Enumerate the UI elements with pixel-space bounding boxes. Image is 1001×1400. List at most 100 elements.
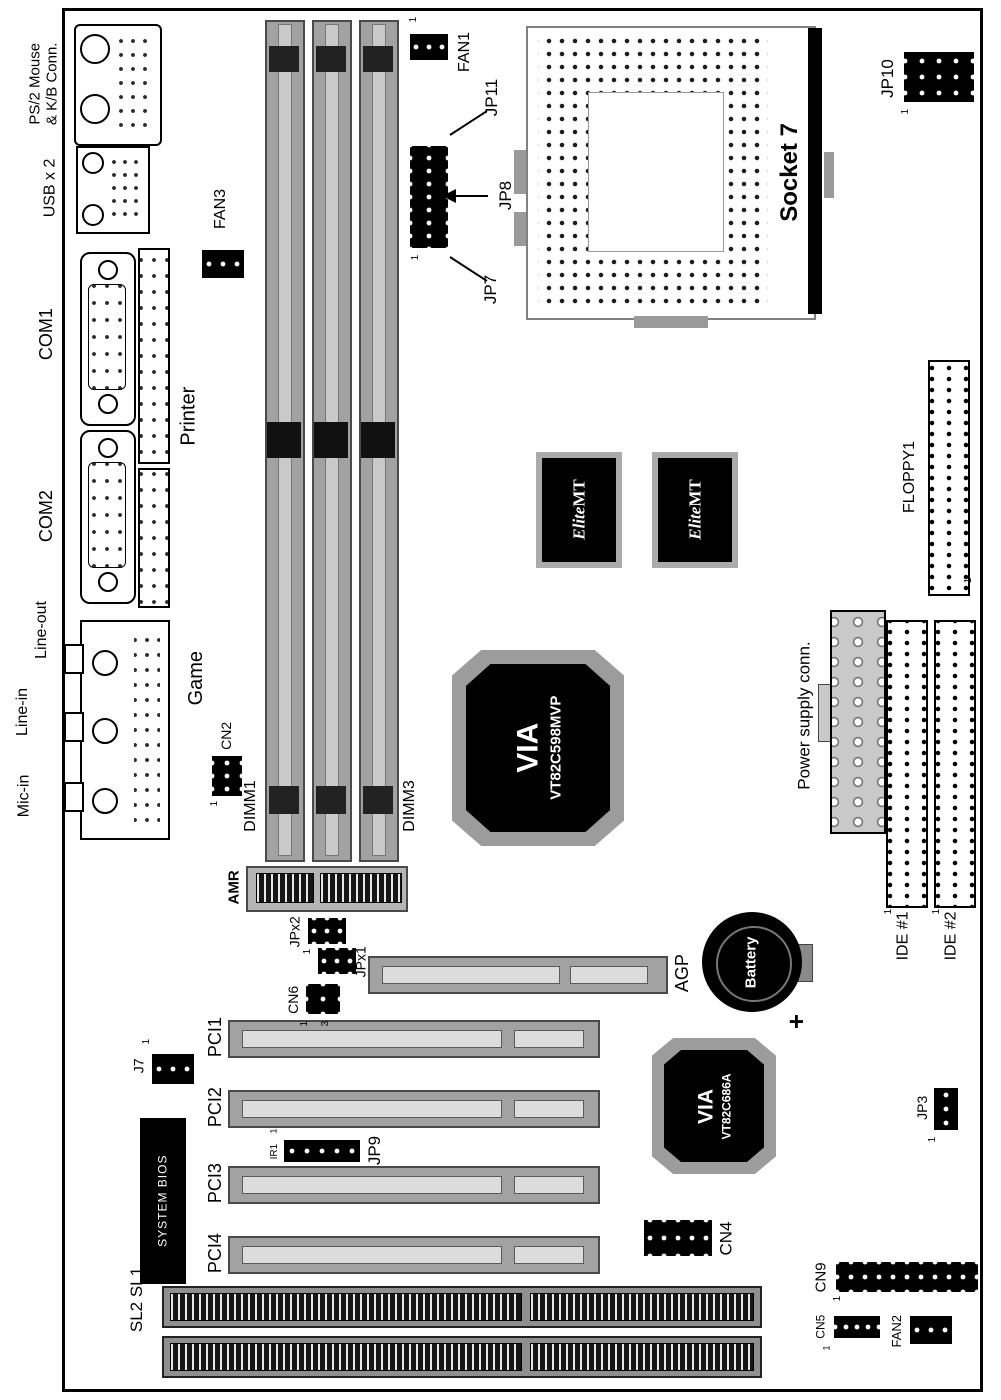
dimm3-latch-bottom — [363, 786, 393, 814]
j7-jumper — [152, 1054, 194, 1084]
sl1-seg-2 — [530, 1343, 754, 1371]
pci3-seg-2 — [514, 1176, 584, 1194]
pci4-seg-1 — [242, 1246, 502, 1264]
pci-slot-3 — [228, 1166, 600, 1204]
cn6-jumper — [306, 984, 340, 1014]
fan2-connector — [910, 1316, 952, 1344]
pci1-seg-2 — [514, 1030, 584, 1048]
southbridge-model: VT82C686A — [719, 1072, 734, 1140]
dimm3-latch-top — [363, 46, 393, 72]
jp8-leader-line — [456, 195, 488, 197]
sl2-seg-1 — [170, 1293, 522, 1321]
cn5-header — [834, 1316, 880, 1338]
amr-seg-2 — [320, 873, 402, 903]
dimm2-latch-bottom — [316, 786, 346, 814]
socket7-tab-left-2 — [514, 212, 526, 246]
dimm-slot-3 — [359, 20, 399, 862]
northbridge-chip — [466, 664, 610, 832]
memory-chip-1 — [542, 458, 616, 562]
ps2-pin-dots — [114, 34, 152, 132]
socket7-tab-left-1 — [514, 150, 526, 194]
printer-connector — [138, 248, 170, 464]
dimm-slot-1 — [265, 20, 305, 862]
amr-seg-1 — [256, 873, 314, 903]
ir1-header — [284, 1140, 360, 1162]
agp-slot — [368, 956, 668, 994]
pci2-seg-1 — [242, 1100, 502, 1118]
pci-slot-1 — [228, 1020, 600, 1058]
pci-slot-4 — [228, 1236, 600, 1274]
com1-screw-top — [98, 260, 118, 280]
power-connector — [830, 610, 886, 834]
ps2-port-circle-top — [80, 34, 110, 64]
southbridge-chip — [664, 1050, 764, 1162]
jp10-jumper — [904, 52, 974, 102]
system-bios-chip — [140, 1118, 186, 1284]
pci2-seg-2 — [514, 1100, 584, 1118]
sl1-seg-1 — [170, 1343, 522, 1371]
com2-screw-top — [98, 438, 118, 458]
cn2-header — [212, 756, 242, 796]
floppy1-connector — [928, 360, 970, 596]
ide2-connector — [934, 620, 976, 908]
memory2-brand-elite: Elite — [685, 507, 705, 541]
game-pin-dots — [134, 638, 160, 822]
fan1-connector — [410, 34, 448, 60]
linein-jack — [64, 712, 84, 742]
lineout-circle — [92, 650, 118, 676]
isa-slot-sl1 — [162, 1336, 762, 1378]
com1-screw-bottom — [98, 394, 118, 414]
agp-seg-2 — [570, 966, 648, 984]
ps2-label-line1: PS/2 Mouse — [26, 43, 44, 125]
pci3-seg-1 — [242, 1176, 502, 1194]
dimm2-latch-top — [316, 46, 346, 72]
cn9-header — [836, 1262, 978, 1292]
battery-inner-ring — [716, 926, 792, 1002]
agp-seg-1 — [382, 966, 560, 984]
socket7-lever-bar — [808, 28, 822, 314]
socket7-center — [588, 92, 724, 252]
ps2-port-circle-bottom — [80, 94, 110, 124]
lineout-jack — [64, 644, 84, 674]
ps2-label-line2: & K/B Conn. — [43, 42, 61, 126]
dimm3-notch — [361, 422, 395, 458]
micin-jack — [64, 782, 84, 812]
sl2-seg-2 — [530, 1293, 754, 1321]
micin-circle — [92, 788, 118, 814]
usb-screw-top — [82, 152, 104, 174]
dimm1-latch-bottom — [269, 786, 299, 814]
usb-screw-bottom — [82, 204, 104, 226]
usb-pin-dots — [110, 156, 140, 220]
dimm1-latch-top — [269, 46, 299, 72]
memory2-brand-mt: MT — [685, 479, 705, 508]
jp8-arrow-icon — [442, 189, 456, 203]
isa-slot-sl2 — [162, 1286, 762, 1328]
amr-slot — [246, 866, 408, 912]
dimm-slot-2 — [312, 20, 352, 862]
fan3-connector — [202, 250, 244, 278]
memory1-brand-mt: MT — [569, 479, 589, 508]
com2-screw-bottom — [98, 572, 118, 592]
jpx1-jumper — [318, 948, 356, 974]
jpx2-jumper — [308, 918, 346, 944]
printer-connector-lower — [138, 468, 170, 608]
pci1-seg-1 — [242, 1030, 502, 1048]
northbridge-model: VT82C598MVP — [546, 695, 564, 801]
memory-chip-2 — [658, 458, 732, 562]
ide1-connector — [886, 620, 928, 908]
jp7-jp8-jp11-jumper-block — [410, 146, 448, 248]
com1-pin-dots — [88, 284, 126, 390]
pci-slot-2 — [228, 1090, 600, 1128]
dimm1-notch — [267, 422, 301, 458]
linein-circle — [92, 718, 118, 744]
com2-pin-dots — [88, 462, 126, 568]
cn4-header — [644, 1220, 712, 1256]
socket7-tab-bottom — [634, 316, 708, 328]
southbridge-brand: VIA — [694, 1088, 718, 1124]
socket7-tab-right — [824, 152, 834, 198]
pci4-seg-2 — [514, 1246, 584, 1264]
dimm2-notch — [314, 422, 348, 458]
memory1-brand-elite: Elite — [569, 507, 589, 541]
northbridge-brand: VIA — [511, 723, 545, 774]
